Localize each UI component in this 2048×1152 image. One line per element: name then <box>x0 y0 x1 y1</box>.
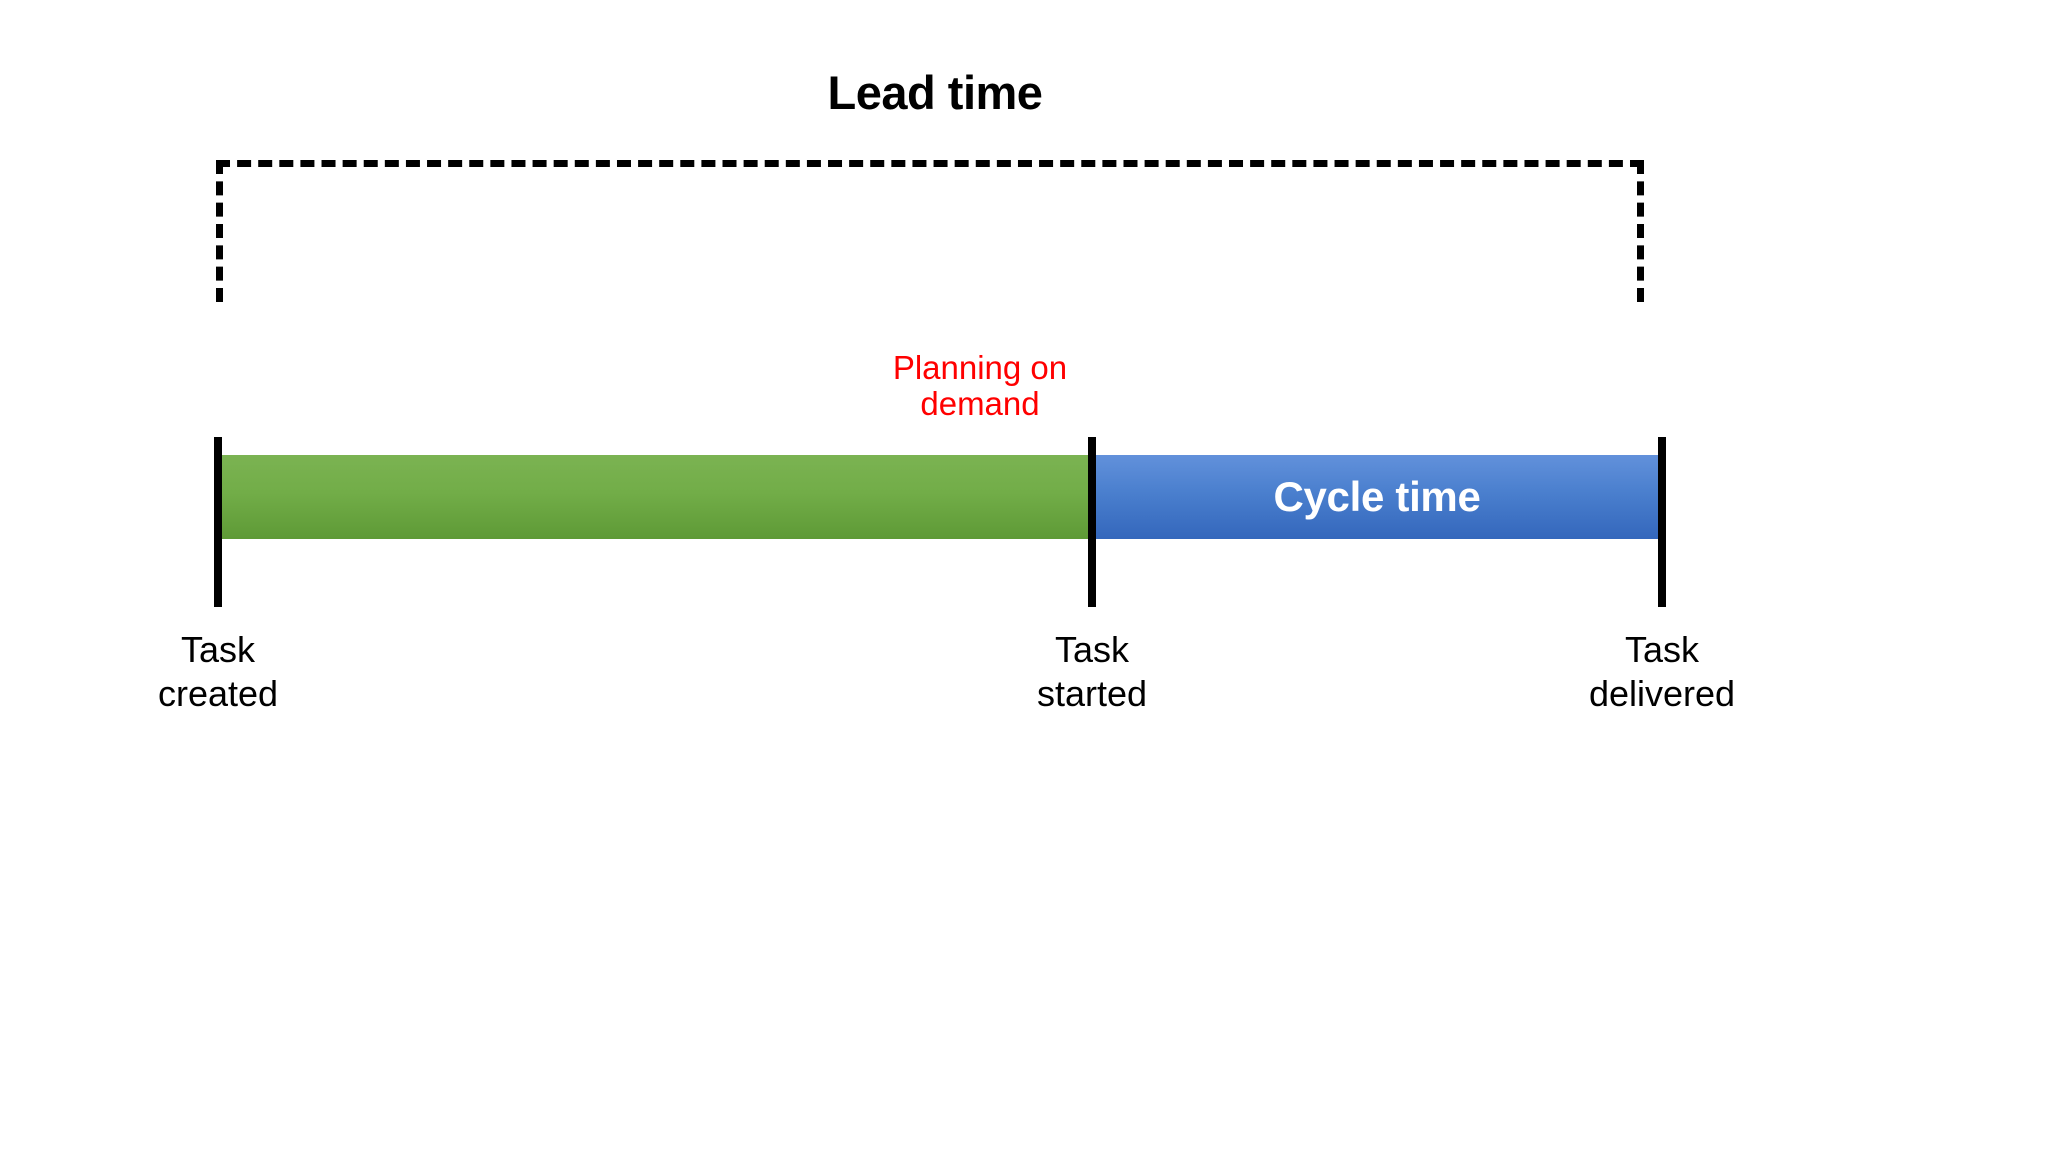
tick-task-created <box>214 437 222 607</box>
lead-time-title: Lead time <box>827 66 1043 119</box>
label-task-started: Task started <box>927 628 1257 717</box>
label-task-created-line-2: created <box>157 673 279 715</box>
tick-task-delivered <box>1658 437 1666 607</box>
label-task-created: Task created <box>53 628 383 717</box>
lead-time-bracket <box>216 160 1644 302</box>
label-task-delivered: Task delivered <box>1497 628 1827 717</box>
bracket-right-edge <box>1637 160 1644 302</box>
waiting-time-bar <box>219 455 1092 539</box>
label-task-started-line-1: Task <box>1054 629 1130 670</box>
planning-on-demand-annotation: Planning on demand <box>830 349 1130 423</box>
tick-task-started <box>1088 437 1096 607</box>
label-task-delivered-line-2: delivered <box>1588 673 1736 715</box>
label-task-created-line-1: Task <box>180 629 256 670</box>
cycle-time-label: Cycle time <box>1273 473 1481 520</box>
bracket-left-edge <box>216 160 223 302</box>
label-task-delivered-line-1: Task <box>1624 629 1700 670</box>
bracket-top-edge <box>216 160 1644 167</box>
annotation-line-1: Planning on <box>892 349 1068 386</box>
label-task-started-line-2: started <box>1036 673 1148 715</box>
annotation-line-2: demand <box>920 385 1040 423</box>
cycle-time-bar: Cycle time <box>1092 455 1662 539</box>
